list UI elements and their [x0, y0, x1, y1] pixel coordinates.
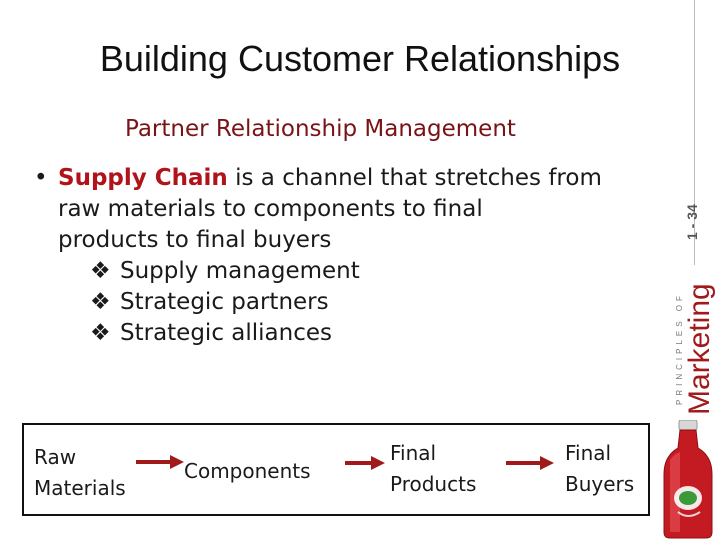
bullet-block: • Supply Chain is a channel that stretch…: [30, 163, 680, 349]
sub-bullet-item: ❖ Supply management: [30, 256, 680, 287]
diamond-bullet-icon: ❖: [90, 289, 111, 315]
flow-node-line: Components: [184, 459, 311, 483]
supply-chain-term: Supply Chain: [58, 165, 228, 191]
flow-node-final-products: Final Products: [390, 438, 476, 500]
flow-node-line: Final: [390, 441, 437, 465]
slide-subtitle: Partner Relationship Management: [125, 116, 516, 142]
bullet-text-line3: products to final buyers: [58, 227, 332, 253]
bullet-text-line2: raw materials to components to final: [58, 196, 483, 222]
main-bullet: • Supply Chain is a channel that stretch…: [30, 163, 680, 194]
flow-node-raw-materials: Raw Materials: [34, 442, 126, 504]
slide-number: 1 - 34: [684, 204, 700, 240]
sub-bullet-label: Strategic alliances: [120, 320, 332, 346]
book-title-large: Marketing: [683, 283, 716, 415]
bullet-text-line1: is a channel that stretches from: [227, 165, 602, 191]
flow-node-line: Buyers: [565, 472, 635, 496]
flow-node-final-buyers: Final Buyers: [565, 438, 634, 500]
flow-node-components: Components: [184, 456, 311, 487]
sub-bullet-item: ❖ Strategic alliances: [30, 318, 680, 349]
slide-title: Building Customer Relationships: [99, 38, 621, 79]
supply-chain-flow: Raw Materials Components Final Products …: [22, 423, 650, 516]
bullet-dot-icon: •: [34, 165, 48, 191]
bullet-continuation-1: raw materials to components to final: [30, 194, 680, 225]
right-arrow-icon: [345, 456, 385, 470]
flow-node-line: Products: [390, 472, 477, 496]
sub-bullet-item: ❖ Strategic partners: [30, 287, 680, 318]
diamond-bullet-icon: ❖: [90, 258, 111, 284]
sub-bullet-label: Strategic partners: [120, 289, 329, 315]
juice-bottle-icon: [663, 420, 713, 539]
diamond-bullet-icon: ❖: [90, 320, 111, 346]
flow-node-line: Final: [565, 441, 612, 465]
side-divider: [694, 0, 695, 265]
right-arrow-icon: [506, 456, 554, 470]
sub-bullet-list: ❖ Supply management ❖ Strategic partners…: [30, 256, 680, 349]
flow-node-line: Raw: [34, 445, 77, 469]
sub-bullet-label: Supply management: [120, 258, 360, 284]
flow-node-line: Materials: [34, 476, 126, 500]
right-arrow-icon: [136, 455, 184, 469]
bullet-continuation-2: products to final buyers: [30, 225, 680, 256]
